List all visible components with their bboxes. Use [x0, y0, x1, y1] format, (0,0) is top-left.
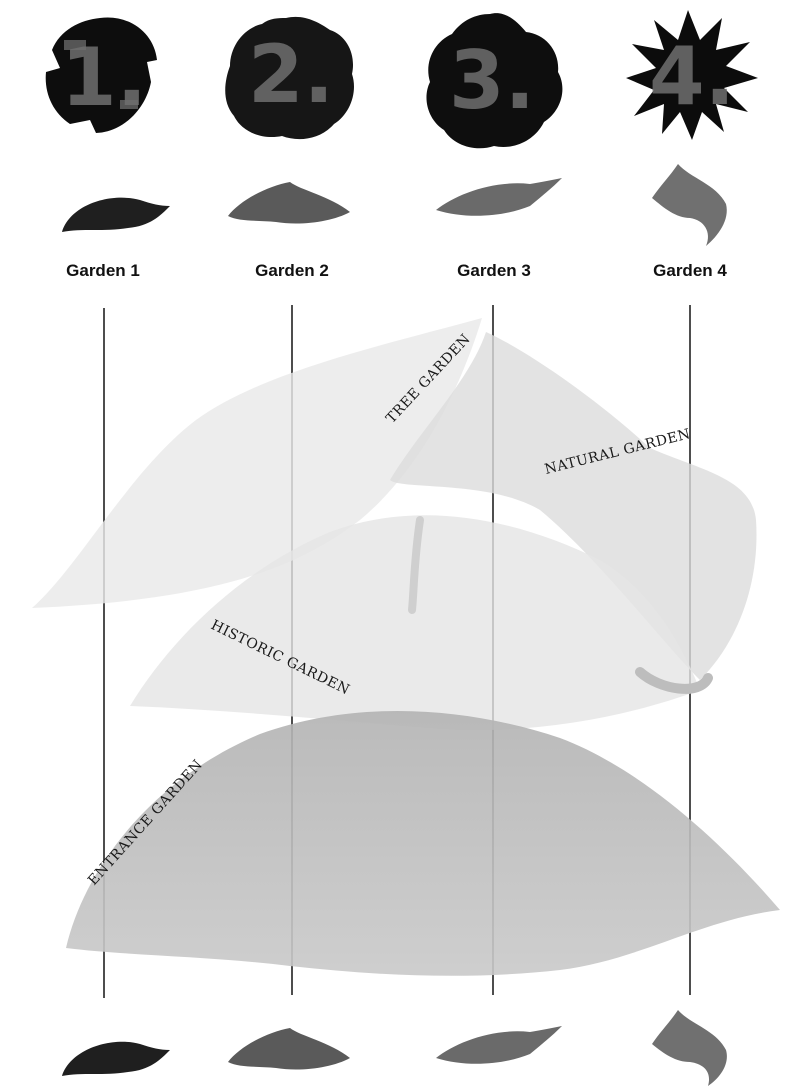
marker-3-number: 3.: [449, 34, 535, 127]
garden-4-leaf-icon: [652, 164, 727, 246]
marker-1-number: 1.: [61, 31, 147, 124]
garden-2-label: Garden 2: [255, 261, 329, 280]
garden-4-bottom-leaf-icon: [652, 1010, 727, 1086]
marker-4-number: 4.: [649, 30, 735, 123]
garden-2-leaf-icon: [228, 182, 350, 224]
garden-1-label: Garden 1: [66, 261, 140, 280]
marker-4: 4.: [626, 10, 758, 140]
garden-3-bottom-leaf-icon: [436, 1026, 562, 1064]
garden-1-leaf-icon: [62, 198, 170, 232]
garden-3-leaf-icon: [436, 178, 562, 216]
garden-2-bottom-leaf-icon: [228, 1028, 350, 1070]
marker-1: 1.: [46, 17, 157, 133]
garden-4-label: Garden 4: [653, 261, 727, 280]
marker-3: 3.: [426, 13, 562, 148]
marker-2-number: 2.: [248, 28, 334, 121]
garden-1-bottom-leaf-icon: [62, 1042, 170, 1076]
marker-2: 2.: [225, 17, 354, 139]
garden-3-label: Garden 3: [457, 261, 531, 280]
entrance-garden-leaf: [66, 711, 780, 976]
